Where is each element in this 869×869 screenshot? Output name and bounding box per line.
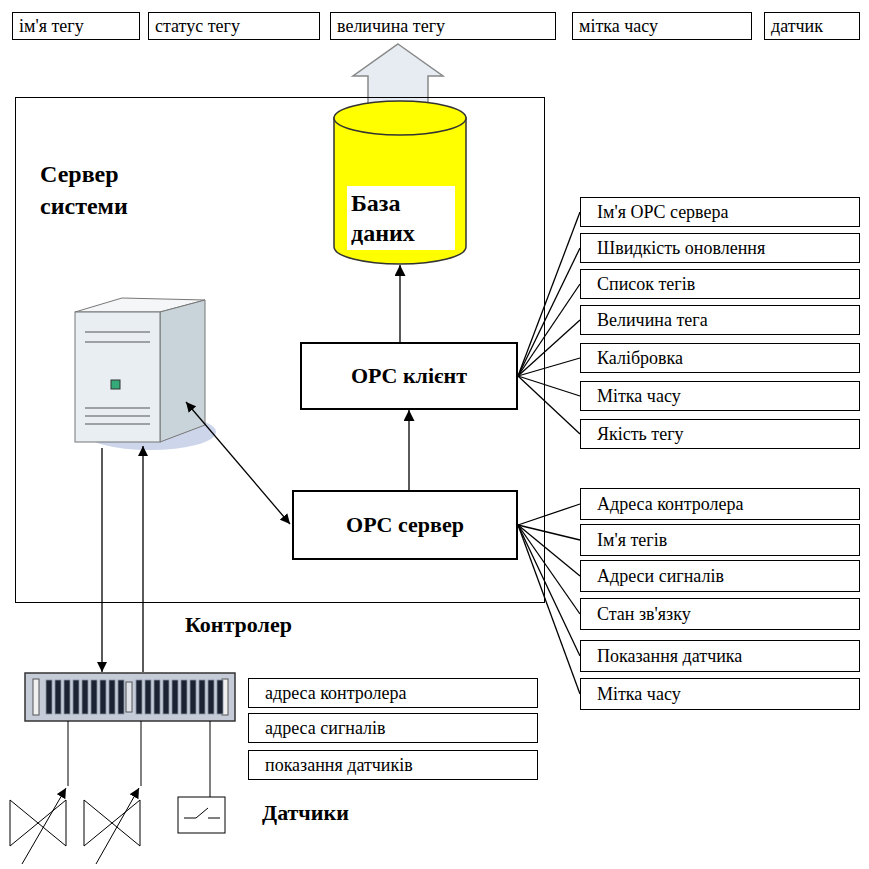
link-arrow	[142, 446, 143, 672]
server-computer	[75, 298, 216, 450]
attribute-box: Список тегів	[580, 269, 860, 299]
attribute-box: Ім'я тегів	[580, 524, 860, 556]
node-text: Адреса контролера	[597, 494, 744, 515]
attribute-box: Швидкість оновлення	[580, 233, 860, 263]
attribute-box: Адреса контролера	[580, 488, 860, 520]
leader-line	[518, 284, 580, 376]
node-text: Мітка часу	[597, 386, 681, 407]
attribute-box: Калібровка	[580, 343, 860, 373]
node-text: База даних	[347, 186, 455, 250]
attribute-box: Ім'я OPC сервера	[580, 197, 860, 227]
node-text: адреса контролера	[265, 683, 407, 704]
leader-line	[518, 525, 580, 694]
node-text: Мітка часу	[597, 684, 681, 705]
node-text: Якість тегу	[597, 424, 684, 445]
tag-field-box: величина тегу	[330, 12, 556, 40]
wire	[68, 721, 69, 786]
tag-field-box: мітка часу	[572, 12, 752, 40]
attribute-box: Мітка часу	[580, 381, 860, 411]
switch-symbol	[178, 797, 225, 833]
leader-line	[518, 358, 580, 376]
node-text: Величина тега	[597, 310, 708, 331]
leader-line	[518, 525, 580, 656]
leader-line	[518, 504, 580, 525]
controller-field-box: адреса контролера	[248, 678, 538, 708]
node-text: OPC сервер	[346, 512, 464, 538]
node-text: Швидкість оновлення	[597, 238, 765, 259]
tag-field-box: ім'я тегу	[12, 12, 140, 40]
link-arrow	[186, 402, 290, 524]
leader-line	[518, 376, 580, 434]
leader-line	[518, 212, 580, 376]
node-text: показання датчиків	[265, 755, 413, 776]
flow-arrow	[399, 265, 400, 342]
node-text: Калібровка	[597, 348, 683, 369]
attribute-box: Величина тега	[580, 305, 860, 335]
node-text: ім'я тегу	[19, 16, 84, 37]
node-text: Показання датчика	[597, 646, 742, 667]
node-text: статус тегу	[155, 16, 240, 37]
leader-line	[518, 248, 580, 376]
valve-symbol	[84, 788, 140, 864]
attribute-box: Показання датчика	[580, 640, 860, 672]
node-text: Ім'я тегів	[597, 530, 667, 551]
flow-arrow	[408, 410, 409, 490]
node-text: адреса сигналів	[265, 718, 386, 739]
leader-line	[518, 376, 580, 396]
process-box: OPC клієнт	[300, 342, 518, 410]
part-label: Датчики	[262, 800, 349, 826]
wire	[210, 721, 211, 797]
part-label: Контролер	[185, 612, 292, 638]
attribute-box: Якість тегу	[580, 419, 860, 449]
node-text: мітка часу	[579, 16, 658, 37]
node-text: Стан зв'язку	[597, 604, 691, 625]
node-text: величина тегу	[337, 16, 445, 37]
tag-field-box: статус тегу	[148, 12, 320, 40]
node-text: Ім'я OPC сервера	[597, 202, 729, 223]
link-arrow	[101, 448, 102, 672]
attribute-box: Адреси сигналів	[580, 560, 860, 592]
node-text: Список тегів	[597, 274, 695, 295]
node-text: датчик	[771, 16, 823, 37]
node-text: OPC клієнт	[351, 363, 467, 389]
attribute-box: Стан зв'язку	[580, 598, 860, 630]
database-cylinder: База даних	[333, 100, 467, 265]
region-heading: Сервер системи	[40, 158, 200, 223]
node-text: Адреси сигналів	[597, 566, 724, 587]
controller-rack	[25, 673, 235, 721]
valve-symbol	[10, 788, 66, 864]
server-region: Сервер системи База данихOPC клієнтOPC се…	[15, 97, 545, 603]
controller-field-box: показання датчиків	[248, 750, 538, 780]
controller-field-box: адреса сигналів	[248, 713, 538, 743]
tag-field-box: датчик	[764, 12, 860, 40]
leader-line	[518, 320, 580, 376]
leader-line	[518, 525, 580, 614]
process-box: OPC сервер	[292, 490, 518, 560]
attribute-box: Мітка часу	[580, 678, 860, 710]
wire	[141, 721, 142, 786]
